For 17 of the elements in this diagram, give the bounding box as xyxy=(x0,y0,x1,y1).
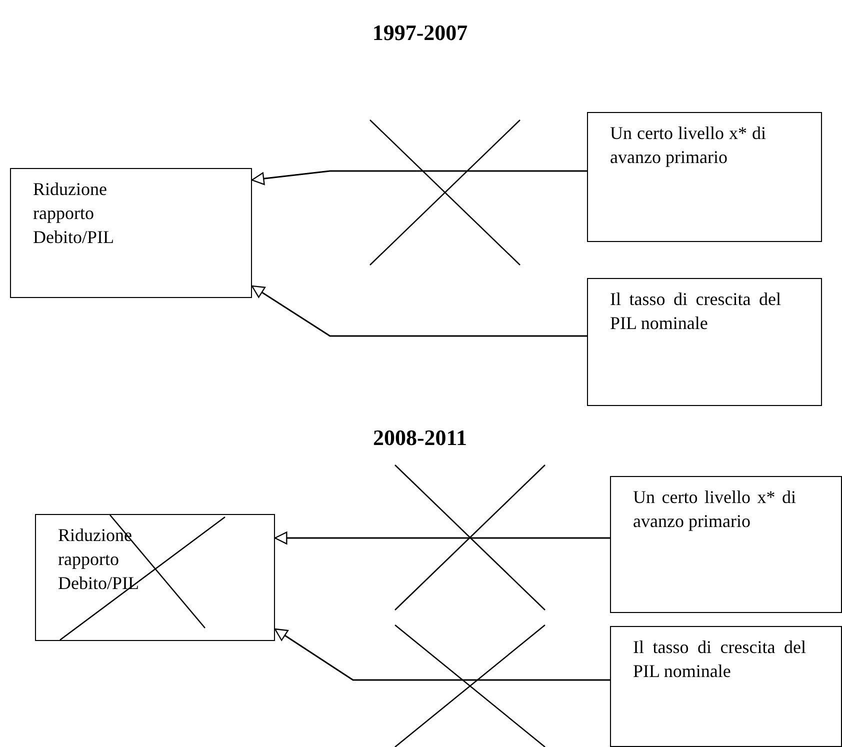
text-box xyxy=(587,112,822,242)
text-box xyxy=(610,476,842,613)
box-text: Riduzione rapporto Debito/PIL xyxy=(33,178,115,249)
box-text: Un certo livello x* di avanzo primario xyxy=(610,122,766,169)
text-box xyxy=(610,626,842,747)
arrow xyxy=(251,285,587,337)
box-text: Il tasso di crescita del PIL nominale xyxy=(633,636,806,683)
box-text: Il tasso di crescita del PIL nominale xyxy=(610,288,781,335)
text-box xyxy=(587,278,822,406)
arrow xyxy=(251,170,587,186)
box-text: Un certo livello x* di avanzo primario xyxy=(633,486,796,533)
text-box xyxy=(10,168,252,298)
section-heading: 1997-2007 xyxy=(372,20,468,46)
arrow xyxy=(274,628,610,681)
arrow xyxy=(274,532,610,544)
section-heading: 2008-2011 xyxy=(372,425,468,451)
text-box xyxy=(35,514,275,641)
